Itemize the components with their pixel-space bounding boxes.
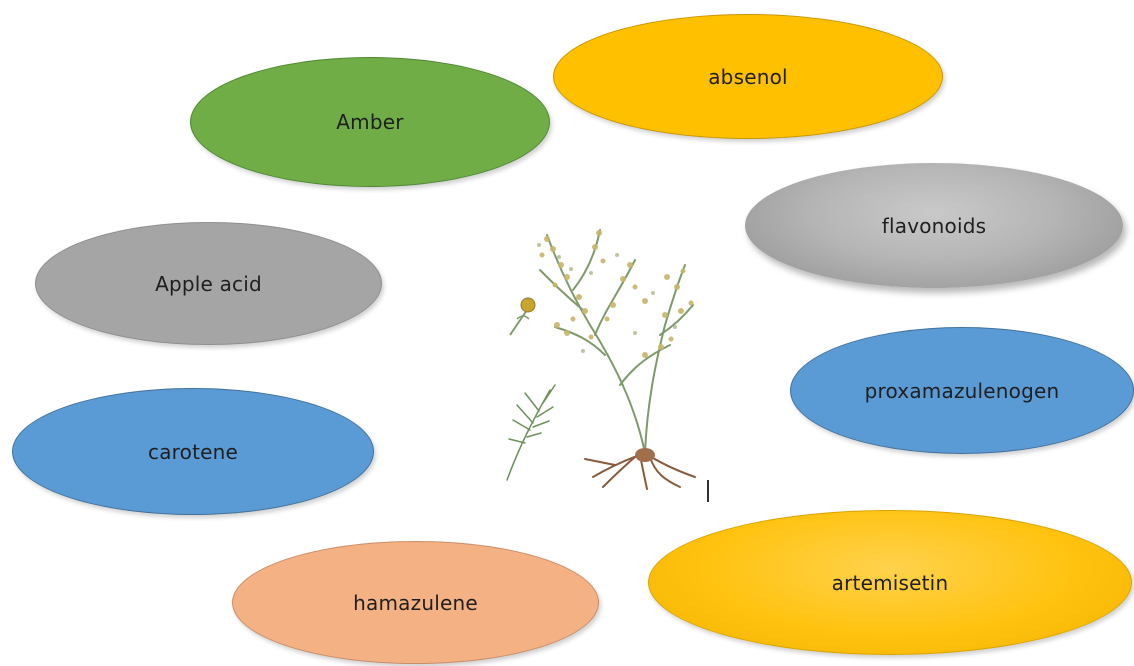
node-label: Amber: [336, 110, 403, 134]
node-proxamazulenogen[interactable]: proxamazulenogen: [790, 327, 1134, 454]
node-carotene[interactable]: carotene: [12, 388, 374, 515]
node-label: hamazulene: [353, 591, 478, 615]
node-hamazulene[interactable]: hamazulene: [232, 541, 599, 664]
node-label: proxamazulenogen: [865, 379, 1060, 403]
wormwood-plant-illustration: [495, 215, 700, 490]
node-amber[interactable]: Amber: [190, 57, 550, 187]
node-label: carotene: [148, 440, 238, 464]
node-flavonoids[interactable]: flavonoids: [745, 163, 1123, 288]
node-absenol[interactable]: absenol: [553, 14, 943, 139]
node-label: absenol: [708, 65, 788, 89]
node-artemisetin[interactable]: artemisetin: [648, 510, 1132, 655]
text-cursor: [707, 480, 709, 502]
node-label: Apple acid: [155, 272, 262, 296]
node-apple-acid[interactable]: Apple acid: [35, 222, 382, 345]
node-label: artemisetin: [832, 571, 949, 595]
node-label: flavonoids: [882, 214, 987, 238]
